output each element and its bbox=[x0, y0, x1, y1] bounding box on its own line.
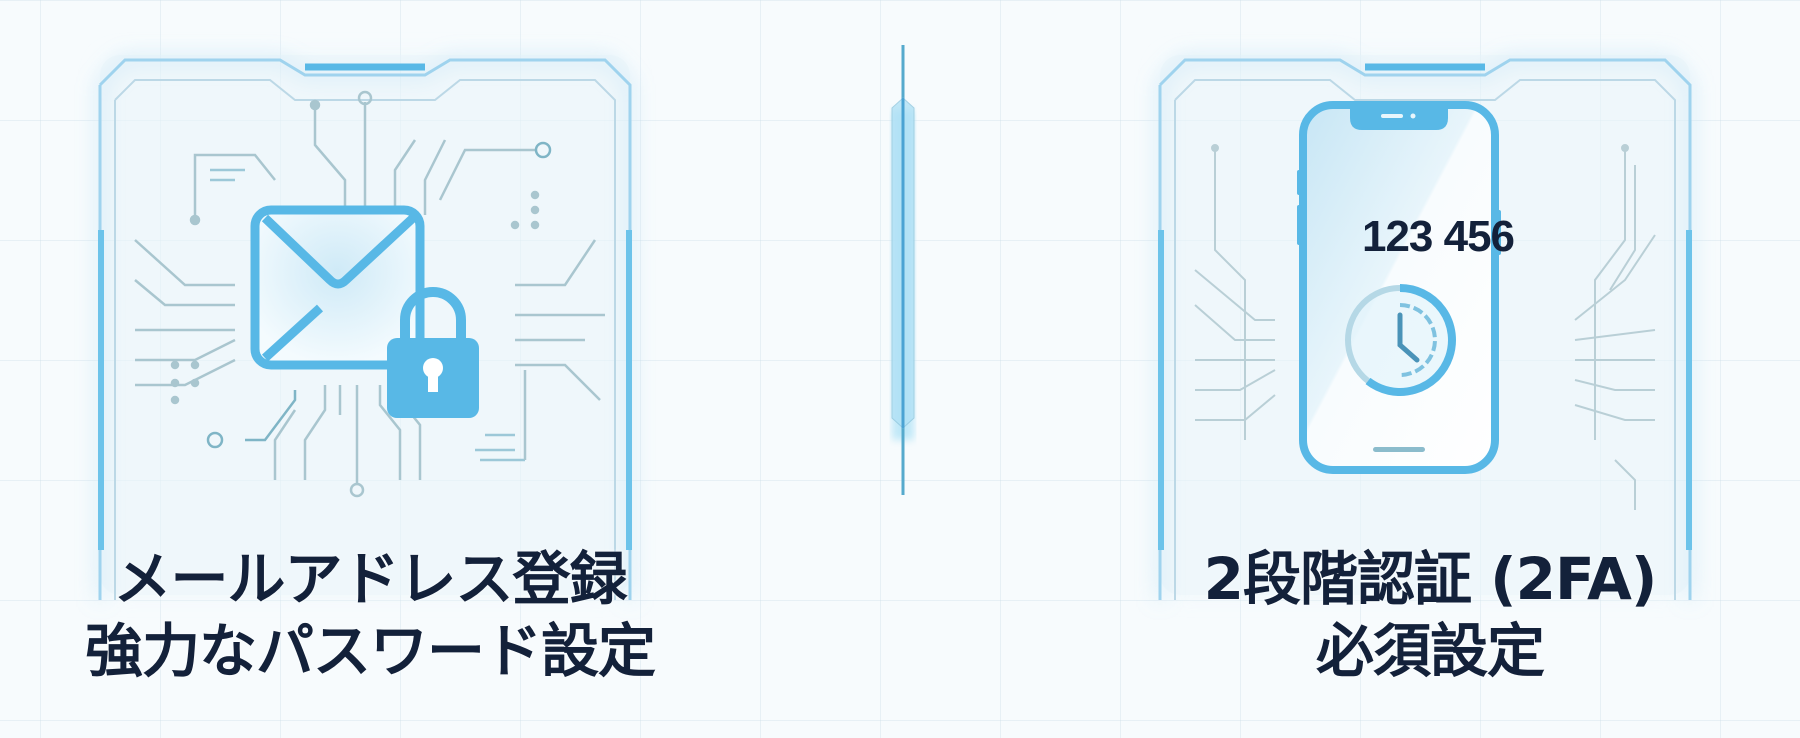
two-factor-caption: 2段階認証 (2FA) 必須設定 bbox=[1110, 543, 1750, 687]
circuit-traces bbox=[134, 90, 605, 498]
caption-line-2: 必須設定 bbox=[1315, 617, 1545, 685]
caption-line-2: 強力なパスワード設定 bbox=[84, 617, 656, 685]
clock-timer-icon bbox=[1345, 284, 1456, 396]
email-password-card bbox=[95, 40, 635, 600]
email-password-caption: メールアドレス登録 強力なパスワード設定 bbox=[20, 543, 720, 687]
center-divider bbox=[891, 45, 915, 495]
tech-frame bbox=[98, 55, 632, 600]
caption-line-1: メールアドレス登録 bbox=[113, 545, 627, 613]
circuit-traces bbox=[1194, 144, 1656, 510]
envelope-icon bbox=[250, 205, 425, 370]
two-factor-card bbox=[1155, 40, 1695, 600]
otp-code: 123 456 bbox=[1361, 212, 1515, 261]
padlock-icon bbox=[387, 287, 479, 418]
tech-frame bbox=[1158, 55, 1692, 600]
caption-line-1: 2段階認証 (2FA) bbox=[1203, 545, 1658, 613]
